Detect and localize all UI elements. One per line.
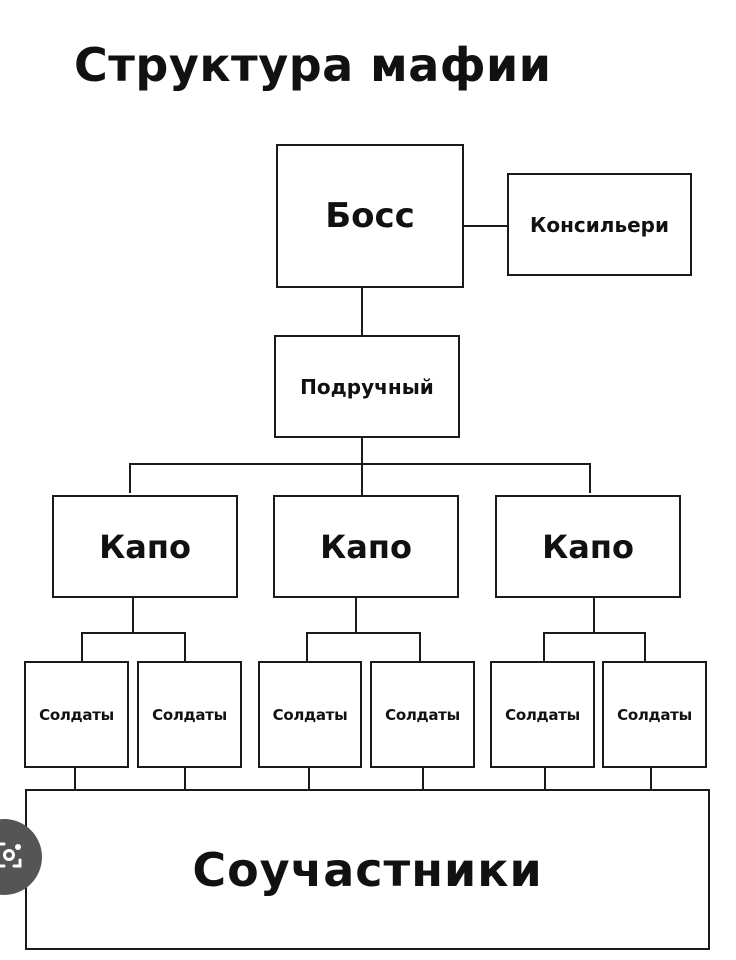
- image-search-icon: [0, 840, 24, 874]
- boss-node: Босс: [276, 144, 464, 288]
- soldiers-node: Солдаты: [137, 661, 242, 768]
- soldiers-node: Солдаты: [602, 661, 707, 768]
- consigliere-node: Консильери: [507, 173, 692, 276]
- soldiers-node: Солдаты: [490, 661, 595, 768]
- associates-node: Соучастники: [25, 789, 710, 950]
- diagram-title: Структура мафии: [74, 38, 552, 92]
- underboss-node: Подручный: [274, 335, 460, 438]
- capo-node: Капо: [52, 495, 238, 598]
- connector-capo-bus: [129, 463, 591, 493]
- soldiers-node: Солдаты: [24, 661, 129, 768]
- capo-node: Капо: [273, 495, 459, 598]
- soldiers-node: Солдаты: [370, 661, 475, 768]
- soldiers-node: Солдаты: [258, 661, 362, 768]
- connector-capo2-bus: [306, 632, 421, 661]
- connector-capo1-bus: [81, 632, 186, 661]
- capo-node: Капо: [495, 495, 681, 598]
- connector-capo3-bus: [543, 632, 646, 661]
